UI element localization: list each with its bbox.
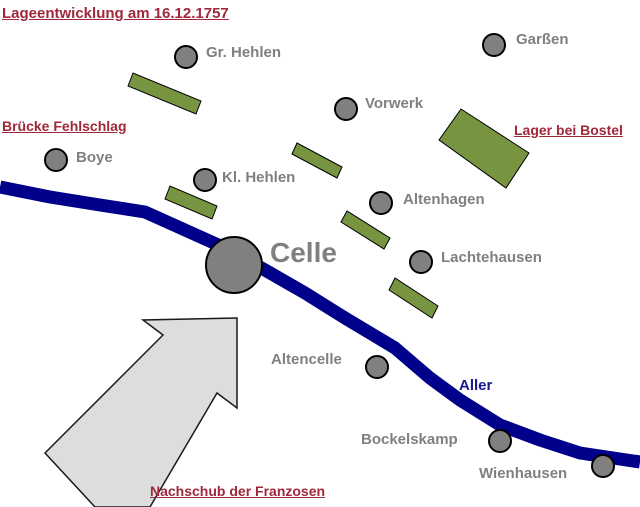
town-label-lachtehausen: Lachtehausen	[441, 249, 542, 266]
troop-block-kl-hehlen	[164, 185, 218, 220]
town-label-altenhagen: Altenhagen	[403, 191, 485, 208]
troop-block-gr-hehlen	[127, 72, 202, 115]
town-label-garssen: Garßen	[516, 31, 569, 48]
annotation-bridge-failure: Brücke Fehlschlag	[2, 118, 127, 134]
annotation-camp-bostel: Lager bei Bostel	[514, 122, 623, 138]
city-marker-celle	[205, 236, 263, 294]
annotation-french-supply: Nachschub der Franzosen	[150, 483, 326, 499]
town-label-gr-hehlen: Gr. Hehlen	[206, 44, 282, 61]
supply-arrow	[43, 317, 238, 507]
camp-bostel	[438, 108, 530, 189]
town-label-altencelle: Altencelle	[271, 351, 342, 368]
river-label-aller: Aller	[459, 377, 493, 394]
town-label-wienhausen: Wienhausen	[479, 465, 568, 482]
town-label-boye: Boye	[76, 149, 113, 166]
town-label-vorwerk: Vorwerk	[365, 95, 424, 112]
town-marker-bockelskamp	[488, 429, 512, 453]
troop-block-vorwerk	[291, 142, 343, 179]
map-title: Lageentwicklung am 16.12.1757	[2, 5, 229, 22]
town-label-bockelskamp: Bockelskamp	[361, 431, 458, 448]
town-marker-gr-hehlen	[174, 45, 198, 69]
town-marker-garssen	[482, 33, 506, 57]
town-marker-vorwerk	[334, 97, 358, 121]
town-marker-altencelle	[365, 355, 389, 379]
town-marker-boye	[44, 148, 68, 172]
town-marker-wienhausen	[591, 454, 615, 478]
town-marker-altenhagen	[369, 191, 393, 215]
troop-block-lachtehausen	[388, 277, 439, 319]
city-label-celle: Celle	[270, 237, 337, 268]
town-marker-kl-hehlen	[193, 168, 217, 192]
aller-river	[0, 180, 640, 469]
town-label-kl-hehlen: Kl. Hehlen	[222, 169, 296, 186]
town-marker-lachtehausen	[409, 250, 433, 274]
troop-block-altenhagen	[340, 210, 391, 250]
